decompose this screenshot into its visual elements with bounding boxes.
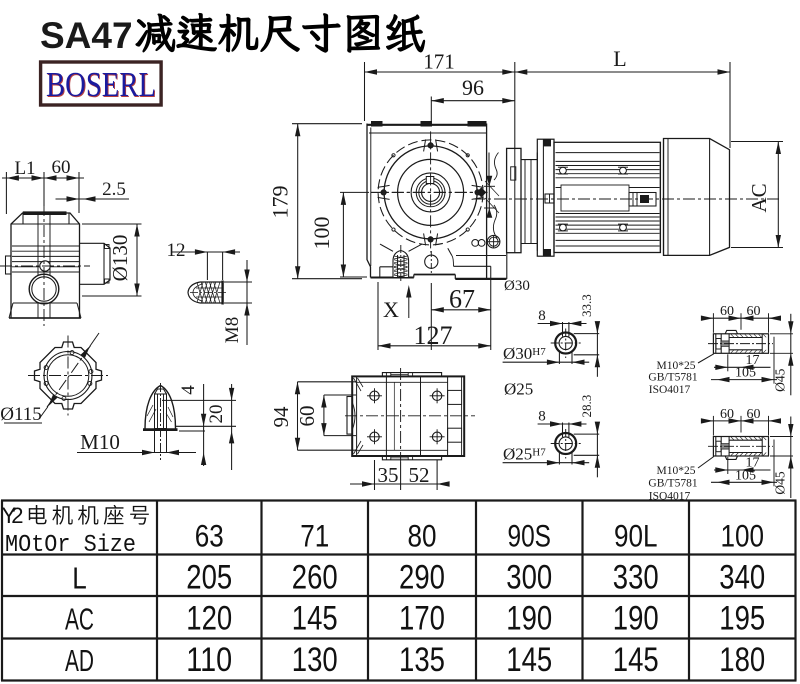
svg-text:290: 290: [399, 559, 445, 597]
svg-text:190: 190: [613, 600, 659, 638]
svg-text:63: 63: [195, 518, 224, 554]
svg-text:145: 145: [613, 641, 659, 679]
svg-text:260: 260: [292, 559, 338, 597]
svg-text:110: 110: [186, 641, 232, 679]
svg-text:35: 35: [378, 463, 399, 487]
svg-text:100: 100: [721, 518, 765, 554]
svg-text:190: 190: [506, 600, 552, 638]
svg-text:195: 195: [719, 600, 765, 638]
svg-text:12: 12: [167, 240, 186, 261]
svg-text:90S: 90S: [508, 518, 552, 554]
svg-text:300: 300: [506, 559, 552, 597]
svg-text:180: 180: [719, 641, 765, 679]
svg-text:AC: AC: [747, 183, 771, 212]
svg-text:4: 4: [178, 385, 199, 395]
svg-text:Ø25: Ø25: [504, 380, 533, 399]
svg-text:M10*25: M10*25: [657, 465, 696, 477]
svg-text:Ø30: Ø30: [504, 278, 530, 294]
svg-text:8: 8: [538, 409, 546, 425]
svg-text:28.3: 28.3: [579, 395, 594, 418]
svg-text:Y2: Y2: [2, 503, 24, 528]
svg-text:L: L: [72, 561, 87, 596]
svg-text:120: 120: [186, 600, 232, 638]
svg-text:60: 60: [747, 407, 761, 422]
svg-text:2.5: 2.5: [102, 179, 126, 200]
svg-text:100: 100: [309, 217, 334, 250]
svg-text:8: 8: [538, 308, 546, 324]
svg-text:340: 340: [719, 559, 765, 597]
svg-text:GB/T5781: GB/T5781: [648, 478, 697, 490]
svg-text:17: 17: [746, 353, 760, 368]
svg-text:MOtOr Size: MOtOr Size: [5, 532, 136, 559]
svg-text:20: 20: [206, 405, 227, 424]
svg-text:90L: 90L: [614, 518, 658, 554]
svg-text:ISO4017: ISO4017: [649, 384, 691, 396]
svg-text:M10*25: M10*25: [657, 360, 696, 372]
svg-text:60: 60: [52, 157, 71, 178]
svg-text:M10: M10: [80, 430, 120, 454]
svg-text:60: 60: [747, 304, 761, 319]
svg-text:60: 60: [720, 407, 734, 422]
svg-text:L: L: [613, 46, 626, 71]
svg-text:135: 135: [399, 641, 445, 679]
svg-text:Ø130: Ø130: [108, 235, 132, 282]
svg-text:170: 170: [399, 600, 445, 638]
svg-text:52: 52: [409, 463, 430, 487]
svg-text:AC: AC: [65, 602, 94, 637]
svg-text:BOSERL: BOSERL: [46, 65, 156, 104]
svg-text:94: 94: [269, 406, 293, 428]
svg-text:17: 17: [746, 456, 760, 471]
svg-text:Ø45: Ø45: [773, 471, 788, 494]
svg-text:Ø115: Ø115: [0, 404, 42, 425]
svg-text:145: 145: [506, 641, 552, 679]
svg-text:127: 127: [414, 321, 453, 350]
svg-text:96: 96: [462, 75, 484, 100]
svg-text:145: 145: [292, 600, 338, 638]
svg-text:105: 105: [735, 366, 756, 381]
svg-text:60: 60: [720, 304, 734, 319]
svg-text:60: 60: [295, 406, 319, 427]
svg-text:67: 67: [449, 285, 475, 314]
svg-text:105: 105: [735, 468, 756, 483]
svg-text:179: 179: [268, 186, 293, 219]
svg-text:GB/T5781: GB/T5781: [648, 372, 697, 384]
svg-text:AD: AD: [65, 643, 94, 678]
svg-text:171: 171: [423, 50, 455, 74]
svg-text:71: 71: [300, 518, 329, 554]
svg-text:L1: L1: [14, 158, 35, 179]
svg-text:Ø45: Ø45: [773, 368, 788, 391]
svg-text:205: 205: [186, 559, 232, 597]
svg-text:330: 330: [613, 559, 659, 597]
svg-text:33.3: 33.3: [579, 294, 594, 317]
svg-text:80: 80: [408, 518, 437, 554]
svg-text:130: 130: [292, 641, 338, 679]
svg-text:M8: M8: [222, 317, 243, 343]
svg-text:X: X: [383, 297, 399, 322]
svg-text:SA47: SA47: [40, 15, 133, 56]
